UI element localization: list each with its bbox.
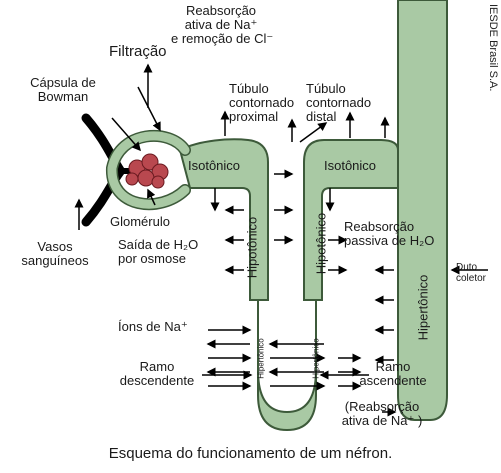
label-isotonico-distal: Isotônico bbox=[324, 158, 377, 173]
label-hipotonico-descending: Hipotônico bbox=[244, 216, 260, 279]
label-line: ativa de Na⁺ ) bbox=[341, 413, 423, 428]
label-ramo-descendente: Ramo descendente bbox=[112, 360, 202, 388]
label-line: passiva de H₂O bbox=[344, 233, 435, 248]
collecting-duct bbox=[397, 0, 448, 421]
label-glomerulo: Glomérulo bbox=[110, 214, 170, 229]
label-line: Reabsorção bbox=[185, 3, 257, 18]
label-line: ascendente bbox=[359, 373, 427, 388]
label-line: Ramo bbox=[139, 359, 175, 374]
label-line: Reabsorção bbox=[344, 219, 415, 234]
label-hipotonico-ascending: Hipotônico bbox=[313, 212, 329, 275]
label-line: por osmose bbox=[118, 251, 186, 266]
label-line: Saída de H₂O bbox=[118, 237, 199, 252]
label-line: Bowman bbox=[37, 89, 89, 104]
label-line: coletor bbox=[456, 273, 487, 284]
glomerulus bbox=[125, 153, 169, 189]
label-reabsorcao-ativa-na: (Reabsorção ativa de Na⁺ ) bbox=[332, 400, 432, 428]
label-line: sanguíneos bbox=[21, 253, 89, 268]
label-saida-h2o: Saída de H₂O por osmose bbox=[118, 238, 198, 266]
label-reabsorcao-passiva: Reabsorção passiva de H₂O bbox=[344, 220, 434, 248]
label-line: e remoção de Cl⁻ bbox=[171, 31, 274, 46]
label-line: contornado bbox=[306, 95, 372, 110]
label-vasos-sanguineos: Vasos sanguíneos bbox=[12, 240, 98, 268]
flow-arrows bbox=[74, 63, 488, 417]
label-line: Ramo bbox=[375, 359, 411, 374]
nephron-tubule bbox=[178, 138, 399, 432]
label-filtracao: Filtração bbox=[109, 43, 167, 60]
label-line: contornado bbox=[229, 95, 295, 110]
label-line: distal bbox=[306, 109, 337, 124]
figure-caption: Esquema do funcionamento de um néfron. bbox=[108, 445, 393, 462]
label-tubulo-proximal: Túbulo contornado proximal bbox=[229, 82, 294, 124]
label-ions-na: Íons de Na⁺ bbox=[118, 319, 188, 334]
label-hipertonico-ascending: Hipertônico bbox=[311, 338, 321, 379]
label-line: Cápsula de bbox=[30, 75, 96, 90]
label-line: proximal bbox=[229, 109, 279, 124]
label-line: Duto bbox=[456, 262, 478, 273]
bowman-capsule bbox=[106, 130, 191, 211]
label-line: Túbulo bbox=[229, 81, 269, 96]
label-hipertonico-duct: Hipertônico bbox=[415, 274, 431, 341]
label-reabsorcao-ativa-top: Reabsorção ativa de Na⁺ e remoção de Cl⁻ bbox=[171, 3, 274, 46]
label-ramo-ascendente: Ramo ascendente bbox=[358, 360, 428, 388]
label-line: ativa de Na⁺ bbox=[184, 17, 258, 32]
label-tubulo-distal: Túbulo contornado distal bbox=[306, 82, 371, 124]
label-line: (Reabsorção bbox=[344, 399, 420, 414]
label-line: Túbulo bbox=[306, 81, 346, 96]
label-line: descendente bbox=[119, 373, 195, 388]
label-hipertonico-descending: Hipertônico bbox=[256, 338, 266, 379]
label-line: Vasos bbox=[37, 239, 73, 254]
image-credit: IESDE Brasil S.A. bbox=[487, 4, 499, 92]
label-duto-coletor: Duto coletor bbox=[456, 262, 486, 284]
label-isotonico-proximal: Isotônico bbox=[188, 158, 241, 173]
label-capsula-bowman: Cápsula de Bowman bbox=[14, 76, 112, 104]
